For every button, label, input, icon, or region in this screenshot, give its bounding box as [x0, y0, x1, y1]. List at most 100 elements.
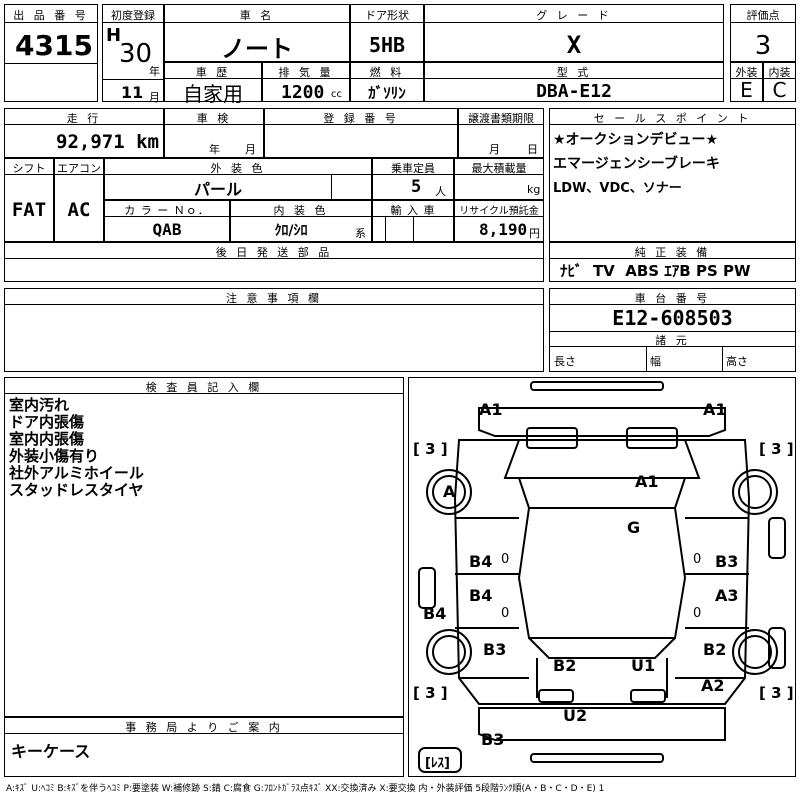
- damage-rear-left-bottom: B3: [481, 730, 505, 749]
- equipment-label: 純 正 装 備: [634, 246, 711, 259]
- color-no: QAB: [152, 220, 182, 239]
- tire-tread-front-right: [ 3 ]: [759, 440, 794, 458]
- int-color-label: 内 装 色: [273, 204, 329, 217]
- lot-number: 4315: [15, 29, 93, 62]
- inspector-line-5: 社外アルミホイール: [9, 464, 144, 482]
- ac: AC: [67, 199, 91, 221]
- door-type: 5HB: [368, 33, 406, 57]
- insp-year-unit: 年: [209, 143, 220, 156]
- damage-hood: A1: [635, 472, 659, 491]
- shift-label: シフト: [12, 162, 46, 175]
- length-label: 長さ: [554, 355, 576, 368]
- transfer-day-unit: 日: [527, 143, 538, 156]
- insp-month-unit: 月: [245, 143, 256, 156]
- tire-tread-rear-left: [ 3 ]: [413, 684, 448, 702]
- damage-windshield: G: [627, 518, 641, 537]
- inspector-box: 検 査 員 記 入 欄 室内汚れ ドア内張傷 室内内張傷 外装小傷有り 社外アル…: [4, 377, 404, 717]
- recycle-label: リサイクル預託金: [459, 206, 539, 217]
- mileage-box: 走 行 92,971 km: [4, 108, 164, 158]
- door-mark-4: 0: [693, 606, 702, 621]
- month-unit: 月: [149, 91, 160, 104]
- ext-grade: E: [740, 78, 753, 102]
- height-label: 高さ: [726, 355, 748, 368]
- ext-label: 外装: [735, 66, 758, 79]
- load-box: 最大積載量 kg: [454, 158, 544, 200]
- legend: A:ｷｽﾞ U:ﾍｺﾐ B:ｷｽﾞを伴うﾍｺﾐ P:要塗装 W:補修跡 S:錆 …: [6, 784, 605, 794]
- damage-left-rear-door: B4: [469, 586, 493, 605]
- transfer-label: 譲渡書類期限: [468, 112, 534, 125]
- tire-tread-front-left: [ 3 ]: [413, 440, 448, 458]
- inspection-box: 車 検 年 月: [164, 108, 264, 158]
- grade: X: [566, 31, 582, 59]
- lot-label: 出 品 番 号: [13, 9, 89, 22]
- sales-point-box: セ ー ル ス ポ イ ン ト ★オークションデビュー★ エマージェンシーブレー…: [549, 108, 796, 242]
- color-no-label: カ ラ ー Ｎｏ．: [124, 204, 210, 217]
- damage-right-front-door: B3: [715, 552, 739, 571]
- tire-tread-rear-right: [ 3 ]: [759, 684, 794, 702]
- damage-front-left-wheel: A: [443, 482, 456, 501]
- disp-box: 排 気 量 1200 cc: [262, 62, 350, 103]
- shift: FAT: [11, 199, 47, 221]
- inspector-line-3: 室内内張傷: [9, 430, 85, 448]
- fuel: ｶﾞｿﾘﾝ: [368, 84, 406, 102]
- damage-rear-right: A2: [701, 676, 725, 695]
- door-box: ドア形状 5HB: [350, 4, 424, 62]
- sales-point-2: エマージェンシーブレーキ: [553, 156, 720, 172]
- score-box: 評価点 3: [730, 4, 796, 62]
- int-label: 内装: [768, 66, 791, 79]
- ext-color: パール: [193, 180, 242, 199]
- model-label: 型 式: [556, 66, 592, 79]
- era: H: [106, 25, 122, 46]
- recycle-box: リサイクル預託金 8,190 円: [454, 200, 544, 242]
- lot-box: 出 品 番 号 4315: [4, 4, 98, 102]
- damage-left-rear-wheel: B3: [483, 640, 507, 659]
- spare-label: [ﾚｽ]: [425, 756, 450, 771]
- sales-point-1: ★オークションデビュー★: [553, 132, 719, 148]
- score-label: 評価点: [746, 9, 780, 22]
- chassis-box: 車 台 番 号 E12-608503 諸 元 長さ 幅 高さ: [549, 288, 796, 372]
- later-parts-label: 後 日 発 送 部 品: [215, 246, 333, 259]
- inspector-line-2: ドア内張傷: [9, 413, 85, 431]
- inspector-line-6: スタッドレスタイヤ: [9, 481, 144, 499]
- mileage: 92,971 km: [56, 131, 159, 153]
- damage-rear-bumper: U2: [563, 706, 588, 725]
- ac-label: エアコン: [57, 162, 101, 175]
- year-unit: 年: [149, 65, 160, 78]
- door-mark-2: 0: [693, 552, 702, 567]
- import-box: 輸 入 車: [372, 200, 454, 242]
- inspector-line-4: 外装小傷有り: [9, 447, 100, 465]
- equipment: ﾅﾋﾞ TV ABS ｴｱB PS PW: [560, 262, 751, 280]
- damage-right-rear-wheel: B2: [703, 640, 727, 659]
- int-grade: C: [772, 78, 787, 102]
- caution-box: 注 意 事 項 欄: [4, 288, 544, 372]
- damage-front-left-corner: A1: [479, 400, 503, 419]
- disp-unit: cc: [331, 89, 342, 100]
- inspection-label: 車 検: [196, 112, 232, 125]
- history-label: 車 歴: [195, 66, 231, 79]
- damage-trunk-right: U1: [631, 656, 656, 675]
- car-outline: [418, 381, 786, 773]
- caution-label: 注 意 事 項 欄: [226, 292, 322, 305]
- capacity: 5: [411, 177, 422, 197]
- history-box: 車 歴 自家用: [164, 62, 262, 106]
- reg-month: 11: [121, 83, 144, 102]
- sales-point-label: セ ー ル ス ポ イ ン ト: [593, 112, 752, 125]
- import-label: 輸 入 車: [390, 204, 436, 217]
- int-color: ｸﾛ/ｼﾛ: [274, 223, 308, 239]
- sales-point-3: LDW、VDC、ソナー: [553, 181, 682, 196]
- ext-color-label: 外 装 色: [210, 162, 266, 175]
- ac-box: エアコン AC: [54, 158, 104, 242]
- history: 自家用: [183, 82, 243, 106]
- door-mark-3: 0: [501, 606, 510, 621]
- model-box: 型 式 DBA-E12: [424, 62, 724, 102]
- equipment-box: 純 正 装 備 ﾅﾋﾞ TV ABS ｴｱB PS PW: [549, 242, 796, 282]
- load-label: 最大積載量: [471, 162, 527, 175]
- shift-box: シフト FAT: [4, 158, 54, 242]
- spec-label: 諸 元: [655, 334, 690, 347]
- inspector-label: 検 査 員 記 入 欄: [145, 381, 263, 394]
- door-label: ドア形状: [365, 9, 409, 22]
- int-color-unit: 系: [355, 227, 366, 240]
- displacement: 1200: [281, 82, 325, 103]
- damage-front-right-corner: A1: [703, 400, 727, 419]
- office-text: キーケース: [11, 742, 91, 761]
